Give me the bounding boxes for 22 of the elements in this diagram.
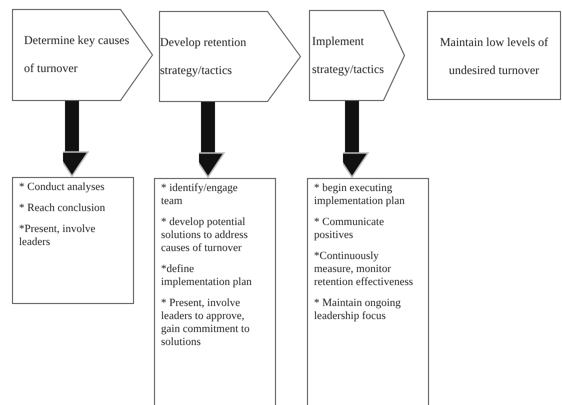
process-box xyxy=(427,11,561,100)
chevron-step xyxy=(309,10,405,101)
bullet-item: *Present, involve leaders xyxy=(19,223,96,249)
bullet-list-box xyxy=(12,177,134,304)
bullet-item: * Conduct analyses xyxy=(19,181,106,194)
chevron-step xyxy=(12,9,153,101)
bullet-item: * Reach conclusion xyxy=(19,202,106,215)
bullet-item: * identify/engage team xyxy=(161,182,239,208)
step-label: Develop retention strategy/tactics xyxy=(160,34,248,79)
bullet-list-box xyxy=(154,178,276,405)
bullet-item: *Continuously measure, monitor retention effectiveness xyxy=(314,250,414,289)
bullet-item: * develop potential solutions to address causes of turnover xyxy=(161,216,249,255)
step-label: Implement strategy/tactics xyxy=(312,33,385,78)
bullet-item: * Present, involve leaders to approve, gain commitment to solutions xyxy=(161,297,251,349)
bullet-item: * Communicate positives xyxy=(314,216,385,242)
bullet-item: * begin executing implementation plan xyxy=(314,182,406,208)
bullet-item: *define implementation plan xyxy=(161,263,253,289)
step-label: Determine key causes of turnover xyxy=(24,32,130,77)
bullet-item: * Maintain ongoing leadership focus xyxy=(314,297,402,323)
step-label: Maintain low levels of undesired turnover xyxy=(438,34,550,79)
chevron-step xyxy=(159,11,301,102)
bullet-list-box xyxy=(307,178,429,405)
